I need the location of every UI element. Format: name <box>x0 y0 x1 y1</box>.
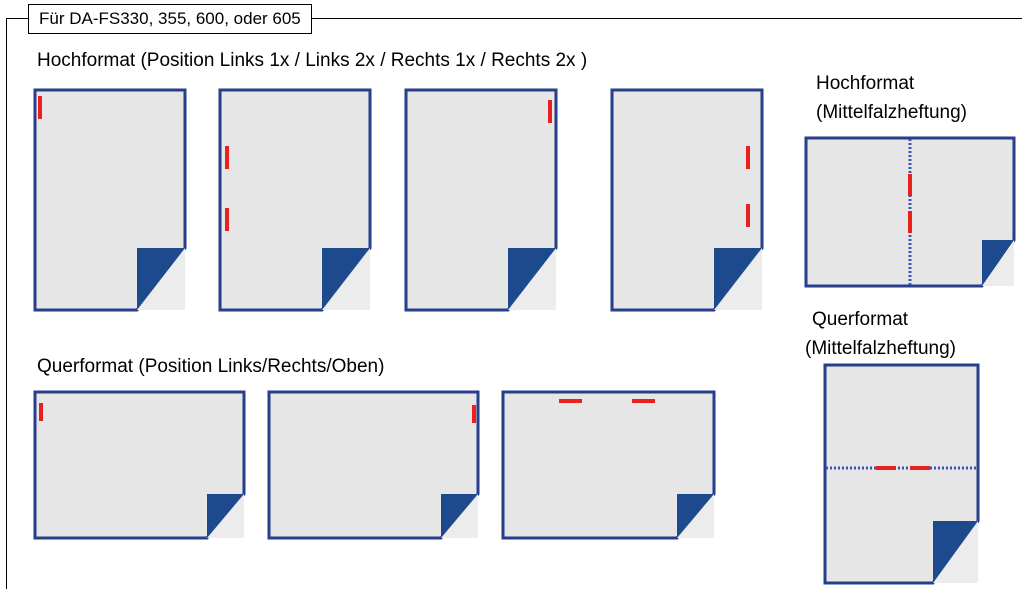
document-page-icon <box>804 136 1016 288</box>
landscape-top-page <box>501 390 716 540</box>
staple-mark-icon <box>632 399 655 403</box>
landscape-right-page <box>267 390 480 540</box>
staple-mark-icon <box>876 466 896 470</box>
staple-mark-icon <box>39 403 43 421</box>
document-page-icon <box>823 363 980 585</box>
document-page-icon <box>33 390 246 540</box>
portrait-saddle-stitch-page <box>804 136 1016 288</box>
document-page-icon <box>267 390 480 540</box>
frame-left-rule <box>6 18 7 589</box>
landscape-saddle-title-line2: (Mittelfalzheftung) <box>805 338 957 359</box>
portrait-right-1x-page <box>404 88 558 312</box>
portrait-left-1x-page <box>33 88 187 312</box>
frame-title: Für DA-FS330, 355, 600, oder 605 <box>28 4 312 34</box>
staple-mark-icon <box>746 146 750 169</box>
staple-mark-icon <box>910 466 930 470</box>
landscape-section-title: Querformat (Position Links/Rechts/Oben) <box>37 356 385 377</box>
landscape-saddle-stitch-page <box>823 363 980 585</box>
staple-mark-icon <box>908 211 912 233</box>
document-page-icon <box>33 88 187 312</box>
staple-mark-icon <box>225 208 229 231</box>
document-page-icon <box>218 88 372 312</box>
portrait-saddle-title-line1: Hochformat <box>816 73 915 94</box>
staple-mark-icon <box>559 399 582 403</box>
staple-mark-icon <box>548 100 552 123</box>
portrait-right-2x-page <box>610 88 764 312</box>
document-page-icon <box>501 390 716 540</box>
document-page-icon <box>404 88 558 312</box>
staple-mark-icon <box>472 405 476 423</box>
staple-mark-icon <box>225 146 229 169</box>
frame-top-rule <box>6 18 1022 19</box>
staple-mark-icon <box>746 204 750 227</box>
portrait-section-title: Hochformat (Position Links 1x / Links 2x… <box>37 50 588 71</box>
document-page-icon <box>610 88 764 312</box>
landscape-saddle-title-line1: Querformat <box>812 309 909 330</box>
portrait-saddle-title-line2: (Mittelfalzheftung) <box>816 102 968 123</box>
staple-mark-icon <box>908 174 912 196</box>
staple-mark-icon <box>38 96 42 119</box>
portrait-left-2x-page <box>218 88 372 312</box>
landscape-left-page <box>33 390 246 540</box>
